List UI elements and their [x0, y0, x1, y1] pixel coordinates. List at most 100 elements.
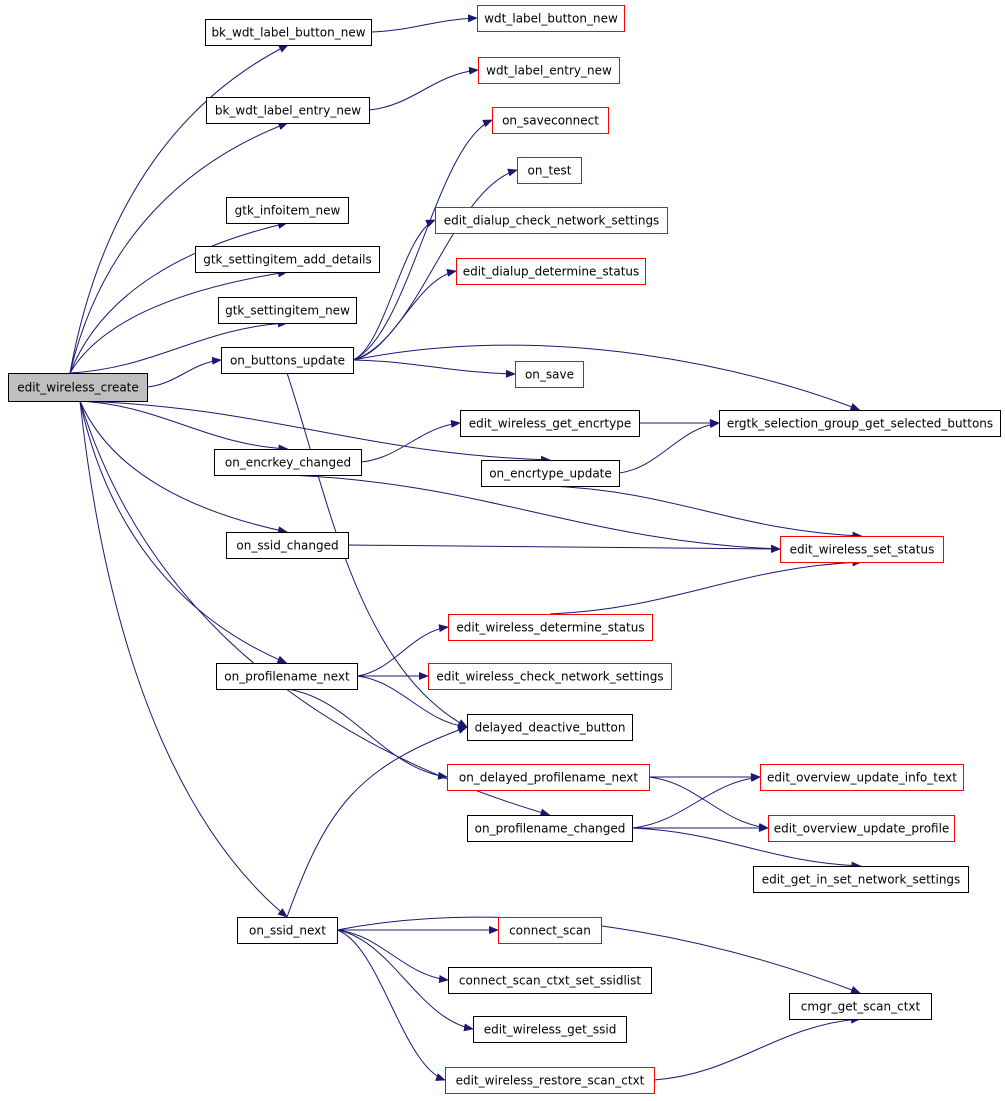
node-label: cmgr_get_scan_ctxt [801, 1000, 921, 1014]
node-label: ergtk_selection_group_get_selected_butto… [727, 417, 993, 431]
node-gtk-settingitem-add-details[interactable]: gtk_settingitem_add_details [195, 246, 380, 273]
node-box[interactable] [226, 197, 349, 224]
node-box[interactable] [218, 297, 357, 324]
node-wdt-label-entry-new[interactable]: wdt_label_entry_new [478, 57, 620, 84]
node-on-buttons-update[interactable]: on_buttons_update [221, 347, 354, 374]
node-box[interactable] [753, 866, 969, 893]
edge-edit_wireless_create-to-gtk_infoitem_new [69, 221, 288, 374]
node-box[interactable] [467, 815, 633, 842]
node-label: on_test [528, 164, 572, 178]
node-edit-wireless-set-status[interactable]: edit_wireless_set_status [780, 536, 944, 563]
node-label: on_saveconnect [502, 114, 599, 128]
edge-on_profilename_changed-to-edit_get_in_set_network_settings [631, 827, 862, 870]
node-box[interactable] [768, 815, 955, 842]
node-edit-wireless-create[interactable]: edit_wireless_create [8, 373, 148, 402]
node-box[interactable] [226, 532, 349, 559]
node-cmgr-get-scan-ctxt[interactable]: cmgr_get_scan_ctxt [789, 993, 932, 1020]
node-label: edit_wireless_determine_status [456, 621, 644, 635]
node-connect-scan-ctxt-set-ssidlist[interactable]: connect_scan_ctxt_set_ssidlist [448, 967, 652, 994]
node-box[interactable] [448, 967, 652, 994]
node-box[interactable] [481, 460, 620, 487]
node-box[interactable] [8, 373, 148, 402]
edge-edit_wireless_determine_status-to-edit_wireless_set_status [549, 558, 863, 615]
node-edit-overview-update-profile[interactable]: edit_overview_update_profile [768, 815, 955, 842]
edge-on_encrtype_update-to-ergtk_selection_group_get_selected_buttons [618, 420, 720, 474]
node-on-saveconnect[interactable]: on_saveconnect [492, 107, 609, 134]
node-edit-dialup-determine-status[interactable]: edit_dialup_determine_status [456, 258, 646, 285]
node-on-ssid-next[interactable]: on_ssid_next [237, 917, 338, 944]
node-label: on_ssid_changed [236, 539, 338, 553]
node-label: edit_get_in_set_network_settings [762, 873, 961, 887]
node-bk-wdt-label-entry-new[interactable]: bk_wdt_label_entry_new [206, 97, 370, 124]
node-box[interactable] [467, 714, 633, 741]
node-box[interactable] [780, 536, 944, 563]
node-box[interactable] [517, 157, 582, 184]
node-on-encrtype-update[interactable]: on_encrtype_update [481, 460, 620, 487]
node-box[interactable] [460, 410, 640, 437]
node-box[interactable] [447, 764, 650, 791]
node-box[interactable] [448, 614, 653, 641]
node-label: edit_overview_update_profile [774, 822, 950, 836]
node-box[interactable] [456, 258, 646, 285]
node-edit-wireless-get-encrtype[interactable]: edit_wireless_get_encrtype [460, 410, 640, 437]
node-delayed-deactive-button[interactable]: delayed_deactive_button [467, 714, 633, 741]
node-label: bk_wdt_label_entry_new [215, 104, 361, 118]
node-label: edit_wireless_check_network_settings [436, 670, 663, 684]
node-on-profilename-next[interactable]: on_profilename_next [216, 663, 358, 690]
edge-edit_wireless_create-to-gtk_settingitem_new [69, 319, 288, 374]
node-ergtk-selection-group-get-selected-buttons[interactable]: ergtk_selection_group_get_selected_butto… [719, 410, 1001, 437]
edge-edit_wireless_restore_scan_ctxt-to-cmgr_get_scan_ctxt [653, 1015, 861, 1081]
node-box[interactable] [515, 361, 584, 388]
edge-on_encrkey_changed-to-edit_wireless_set_status [287, 474, 781, 553]
node-label: edit_wireless_get_ssid [484, 1023, 617, 1037]
edge-on_ssid_next-to-edit_wireless_restore_scan_ctxt [336, 929, 446, 1081]
node-on-delayed-profilename-next[interactable]: on_delayed_profilename_next [447, 764, 650, 791]
node-on-save[interactable]: on_save [515, 361, 584, 388]
node-edit-get-in-set-network-settings[interactable]: edit_get_in_set_network_settings [753, 866, 969, 893]
node-edit-wireless-get-ssid[interactable]: edit_wireless_get_ssid [473, 1016, 627, 1043]
node-edit-wireless-restore-scan-ctxt[interactable]: edit_wireless_restore_scan_ctxt [445, 1067, 655, 1094]
node-label: gtk_settingitem_new [225, 304, 350, 318]
edge-bk_wdt_label_button_new-to-wdt_label_button_new [370, 14, 478, 33]
node-box[interactable] [498, 917, 602, 944]
node-box[interactable] [492, 107, 609, 134]
node-wdt-label-button-new[interactable]: wdt_label_button_new [477, 5, 625, 32]
edge-edit_wireless_create-to-bk_wdt_label_button_new [69, 44, 289, 374]
node-box[interactable] [445, 1067, 655, 1094]
node-edit-wireless-check-network-settings[interactable]: edit_wireless_check_network_settings [428, 663, 672, 690]
edge-on_encrkey_changed-to-edit_wireless_get_encrtype [360, 419, 461, 463]
node-label: on_buttons_update [230, 354, 345, 368]
node-on-ssid-changed[interactable]: on_ssid_changed [226, 532, 349, 559]
node-edit-wireless-determine-status[interactable]: edit_wireless_determine_status [448, 614, 653, 641]
node-box[interactable] [216, 663, 358, 690]
node-box[interactable] [221, 347, 354, 374]
node-bk-wdt-label-button-new[interactable]: bk_wdt_label_button_new [205, 19, 372, 46]
edge-edit_wireless_create-to-on_encrkey_changed [79, 400, 289, 453]
edge-on_profilename_next-to-delayed_deactive_button [356, 675, 468, 730]
node-box[interactable] [237, 917, 338, 944]
node-box[interactable] [478, 57, 620, 84]
node-box[interactable] [428, 663, 672, 690]
node-edit-dialup-check-network-settings[interactable]: edit_dialup_check_network_settings [435, 207, 668, 234]
node-box[interactable] [435, 207, 668, 234]
node-box[interactable] [719, 410, 1001, 437]
node-gtk-infoitem-new[interactable]: gtk_infoitem_new [226, 197, 349, 224]
node-box[interactable] [195, 246, 380, 273]
node-on-profilename-changed[interactable]: on_profilename_changed [467, 815, 633, 842]
node-on-encrkey-changed[interactable]: on_encrkey_changed [214, 449, 362, 476]
node-edit-overview-update-info-text[interactable]: edit_overview_update_info_text [760, 764, 964, 791]
node-box[interactable] [205, 19, 372, 46]
node-box[interactable] [760, 764, 964, 791]
edge-on_ssid_next-to-connect_scan_ctxt_set_ssidlist [336, 929, 449, 983]
node-box[interactable] [206, 97, 370, 124]
node-gtk-settingitem-new[interactable]: gtk_settingitem_new [218, 297, 357, 324]
node-label: edit_wireless_set_status [790, 543, 935, 557]
node-connect-scan[interactable]: connect_scan [498, 917, 602, 944]
node-box[interactable] [477, 5, 625, 32]
node-on-test[interactable]: on_test [517, 157, 582, 184]
node-label: edit_dialup_determine_status [463, 265, 640, 279]
node-box[interactable] [789, 993, 932, 1020]
node-box[interactable] [214, 449, 362, 476]
node-box[interactable] [473, 1016, 627, 1043]
